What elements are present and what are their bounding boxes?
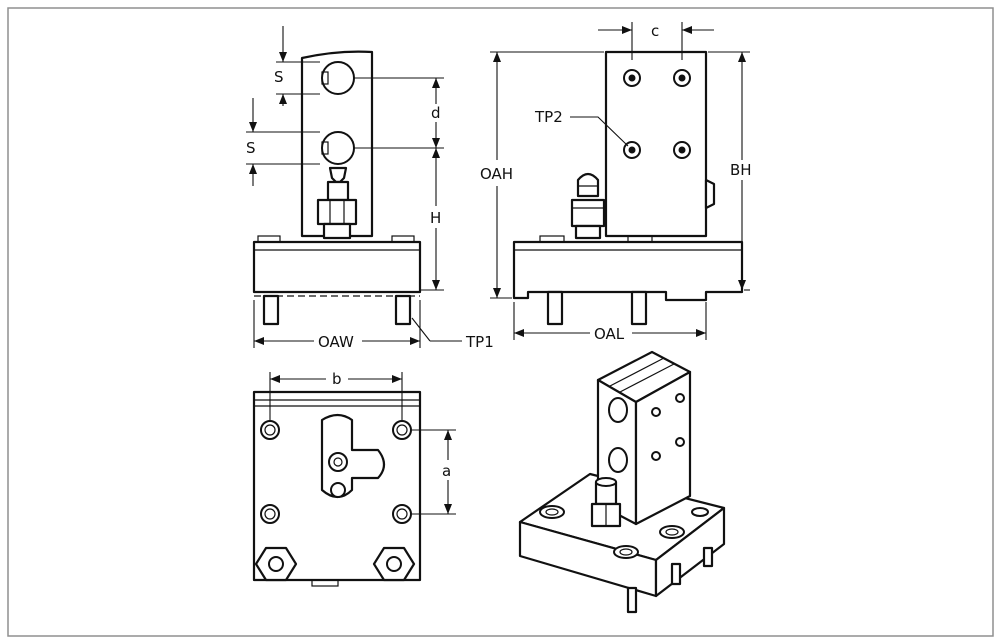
b-label: b [332,370,342,388]
front-fitting-tip [328,166,348,184]
side-fitting-tip [576,172,600,198]
side-pin-left [546,290,564,326]
side-column [604,50,708,238]
side-fitting-base [574,224,602,240]
front-pin-right [394,294,412,326]
bh-label: BH [730,161,752,179]
h-label: H [430,209,441,227]
top-hole-3 [260,504,280,524]
top-hole-1 [260,420,280,440]
front-view: S S d H OAW TP1 [246,26,494,351]
front-fitting-base [322,222,352,240]
iso-column-side [634,370,692,526]
front-fitting-hex [316,198,358,226]
c-label: c [651,22,659,40]
oah-label: OAH [480,165,513,183]
side-pin-right [630,290,648,326]
side-fitting-hex [570,198,606,228]
d-label: d [431,104,441,122]
top-hole-4 [392,504,412,524]
tp2-label: TP2 [534,108,563,126]
a-label: a [442,462,451,480]
top-view: b a [252,370,456,587]
oal-label: OAL [594,325,625,343]
oaw-label: OAW [318,333,354,351]
s-bottom-label: S [246,139,256,157]
isometric-view [518,350,726,614]
side-view: c TP2 OAH BH OAL [480,22,752,343]
front-fitting-neck [326,180,350,202]
s-top-label: S [274,68,284,86]
front-ball-bottom [321,131,355,165]
front-ball-top [321,61,355,95]
top-hole-2 [392,420,412,440]
drawing-frame [7,7,994,637]
front-pin-left [262,294,280,326]
tp1-label: TP1 [465,333,494,351]
